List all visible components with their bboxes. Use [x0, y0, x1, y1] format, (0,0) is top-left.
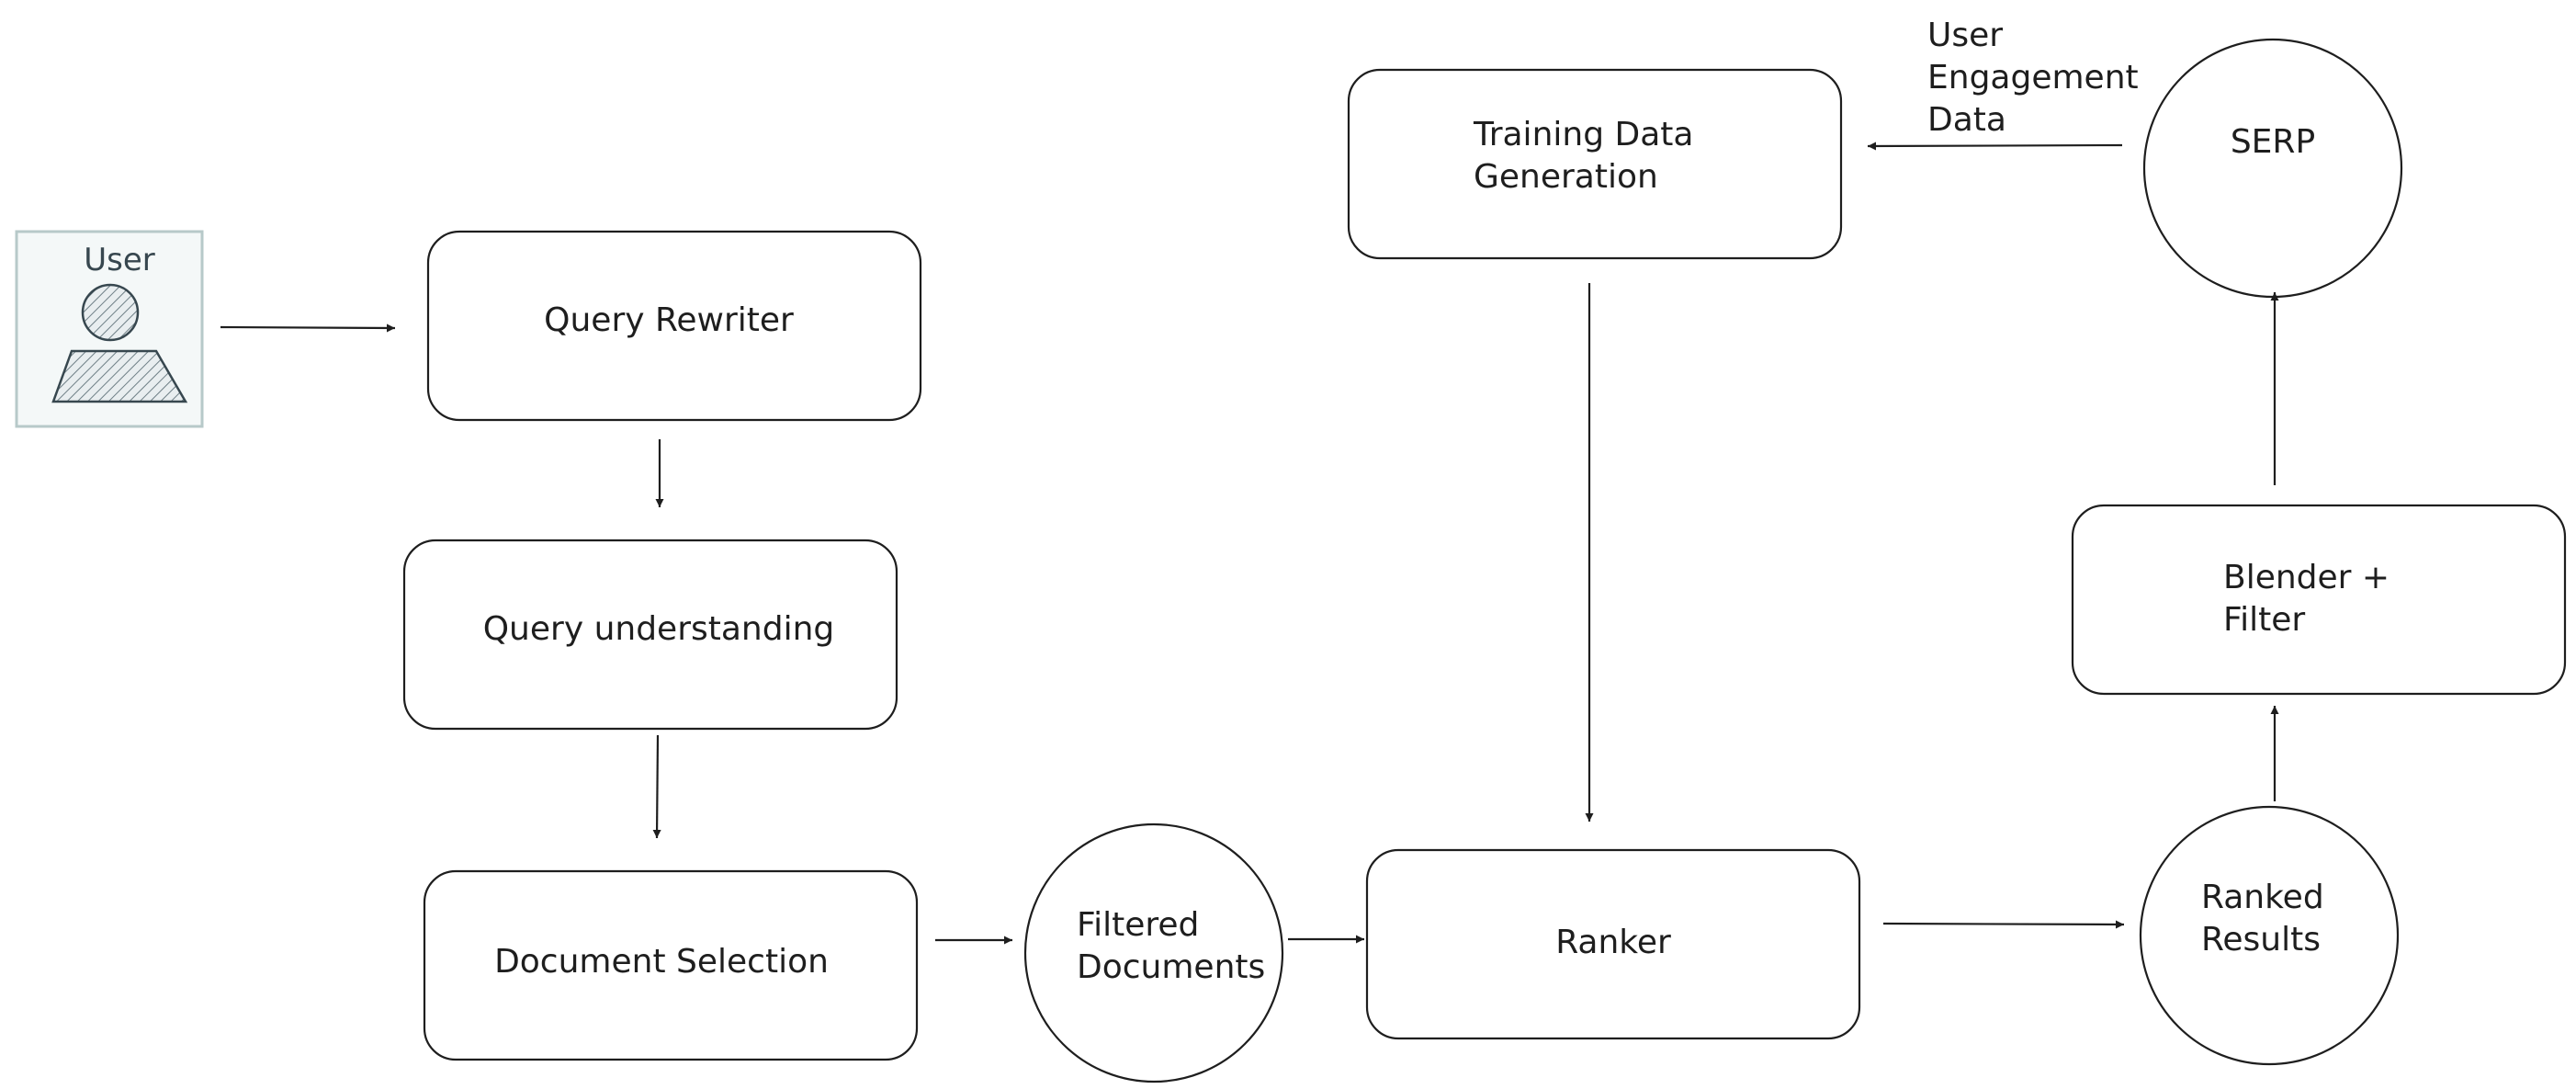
edge-query-understanding-to-document-selection: [652, 734, 661, 839]
node-ranked-results[interactable]: Ranked Results: [2139, 805, 2400, 1066]
edge-serp-to-training-data-generation: [1867, 142, 2123, 151]
node-ranker[interactable]: Ranker: [1365, 848, 1861, 1040]
node-query-rewriter[interactable]: Query Rewriter: [426, 230, 922, 422]
node-label-line2: Generation: [1474, 158, 1658, 196]
node-label: SERP: [2231, 123, 2315, 161]
edge-label-user-engagement-data: User Engagement Data: [1927, 17, 2139, 139]
edge-user-to-query-rewriter: [220, 323, 396, 333]
node-serp[interactable]: SERP: [2142, 38, 2403, 299]
node-blender-filter[interactable]: Blender + Filter: [2071, 504, 2567, 696]
edges: [220, 142, 2279, 945]
edge-label-line1: User: [1927, 17, 2003, 54]
node-label-line1: Filtered: [1077, 906, 1199, 944]
node-label-line2: Results: [2201, 921, 2321, 959]
edge-label-line2: Engagement: [1927, 59, 2139, 96]
node-filtered-documents[interactable]: Filtered Documents: [1023, 822, 1284, 1083]
node-label: Query Rewriter: [544, 301, 794, 339]
node-label-line2: Documents: [1077, 948, 1265, 986]
node-training-data-generation[interactable]: Training Data Generation: [1347, 68, 1843, 260]
node-label-line1: Training Data: [1473, 116, 1693, 153]
edge-label-line3: Data: [1927, 101, 2006, 139]
node-label-line2: Filter: [2223, 601, 2305, 639]
edge-ranker-to-ranked-results: [1882, 920, 2125, 929]
node-label-line1: Blender +: [2223, 559, 2390, 596]
node-query-understanding[interactable]: Query understanding: [402, 539, 898, 731]
user-actor: User: [15, 230, 204, 428]
node-label: Query understanding: [483, 610, 835, 648]
user-label: User: [84, 242, 155, 278]
user-avatar-icon: [51, 283, 188, 403]
node-label: Ranker: [1555, 924, 1671, 961]
node-label: Document Selection: [494, 943, 829, 981]
node-label-line1: Ranked: [2201, 879, 2324, 916]
node-document-selection[interactable]: Document Selection: [423, 869, 919, 1061]
